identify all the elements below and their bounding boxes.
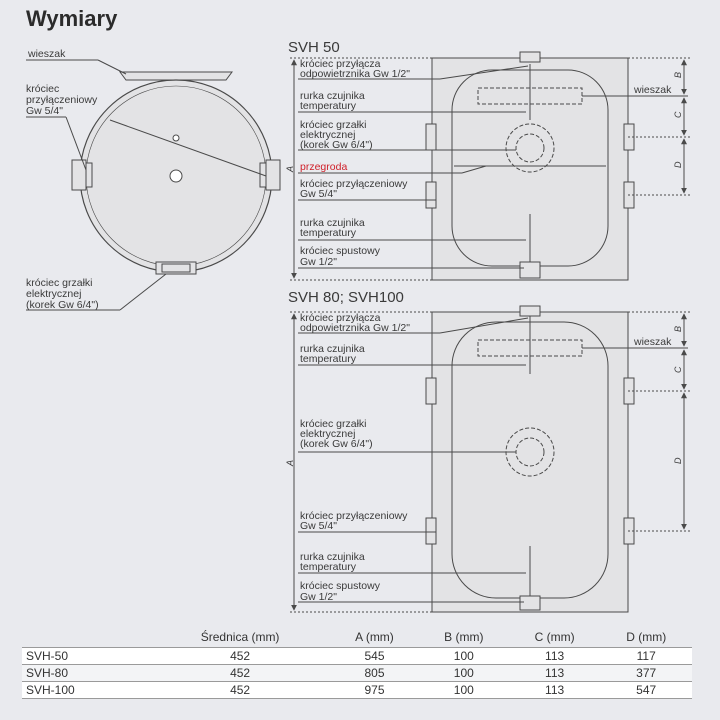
svh50-title: SVH 50 xyxy=(288,39,340,56)
top-connector-label-1: króciec xyxy=(26,83,59,95)
table-cell: 377 xyxy=(600,664,692,682)
svh50-drawing xyxy=(290,51,692,281)
svh80-hanger-label: wieszak xyxy=(633,336,672,348)
svh50-dim-a: A xyxy=(285,166,295,173)
table-row: SVH-100 452 975 100 113 547 xyxy=(22,681,692,699)
svh80-dim-b: B xyxy=(673,326,683,332)
vent-hole xyxy=(172,134,180,142)
table-cell: 113 xyxy=(508,664,601,682)
svh80-connector-label-2: Gw 5/4" xyxy=(300,520,337,532)
svh80-sensor-top-label-1: rurka czujnika xyxy=(300,343,365,355)
table-row: SVH-50 452 545 100 113 117 xyxy=(22,647,692,665)
svh80-dim-c: C xyxy=(673,366,683,373)
svh50-sensor-top-label-1: rurka czujnika xyxy=(300,90,365,102)
table-cell: 452 xyxy=(150,664,331,682)
svh80-heater-label-3: (korek Gw 6/4") xyxy=(300,438,373,450)
svh80-vent-label-1: króciec przyłącza xyxy=(300,312,381,324)
svh80-drain-label-2: Gw 1/2" xyxy=(300,591,337,603)
table-cell: 113 xyxy=(508,647,601,665)
table-cell: 100 xyxy=(418,664,509,682)
hanger-bracket xyxy=(119,71,233,81)
table-cell: SVH-50 xyxy=(22,647,150,665)
table-header-cell: A (mm) xyxy=(355,630,394,644)
table-cell: 545 xyxy=(330,647,419,665)
table-cell: 100 xyxy=(418,681,509,699)
svh50-sensor-bottom-label-1: rurka czujnika xyxy=(300,217,365,229)
table-cell: 452 xyxy=(150,647,331,665)
top-hanger-label: wieszak xyxy=(27,48,66,60)
top-view-labels: wieszak króciec przyłączeniowy Gw 5/4" k… xyxy=(26,48,99,311)
svh50-heater-label-2: elektrycznej xyxy=(300,129,355,141)
svh50-sensor-bottom-label-2: temperatury xyxy=(300,227,357,239)
table-cell: 100 xyxy=(418,647,509,665)
top-heater-label-2: elektrycznej xyxy=(26,288,81,300)
svh80-dim-d: D xyxy=(673,457,683,464)
table-cell: 113 xyxy=(508,681,601,699)
svh50-dim-d: D xyxy=(673,161,683,168)
table-row: SVH-80 452 805 100 113 377 xyxy=(22,664,692,682)
top-view xyxy=(26,59,281,311)
svh80-heater-label-1: króciec grzałki xyxy=(300,418,367,430)
dimensions-table: Średnica (mm) A (mm) B (mm) C (mm) D (mm… xyxy=(22,628,692,699)
table-header-cell: Średnica (mm) xyxy=(200,630,280,644)
svh80-sensor-top-label-2: temperatury xyxy=(300,353,357,365)
svh50-drain-label-2: Gw 1/2" xyxy=(300,256,337,268)
table-cell: 547 xyxy=(600,681,692,699)
top-connector-label-3: Gw 5/4" xyxy=(26,105,63,117)
top-connector-label-2: przyłączeniowy xyxy=(26,94,98,106)
svh80-labels: króciec przyłącza odpowietrznika Gw 1/2"… xyxy=(285,312,683,603)
svh80-title: SVH 80; SVH100 xyxy=(288,289,404,306)
table-cell: 805 xyxy=(330,664,419,682)
svh50-drain-label-1: króciec spustowy xyxy=(300,245,381,257)
right-connector xyxy=(265,159,281,191)
svh80-sensor-bottom-label-2: temperatury xyxy=(300,561,357,573)
table-header-cell: C (mm) xyxy=(534,630,575,644)
center-hole xyxy=(169,169,183,183)
svh80-connector-label-1: króciec przyłączeniowy xyxy=(300,510,408,522)
svh50-heater-label-1: króciec grzałki xyxy=(300,119,367,131)
svh50-dim-c: C xyxy=(673,111,683,118)
svh80-sensor-bottom-label-1: rurka czujnika xyxy=(300,551,365,563)
table-cell: SVH-100 xyxy=(22,681,150,699)
dimension-diagram: wieszak króciec przyłączeniowy Gw 5/4" k… xyxy=(26,39,692,613)
table-cell: SVH-80 xyxy=(22,664,150,682)
page-title: Wymiary xyxy=(26,6,118,31)
svh50-hanger-label: wieszak xyxy=(633,84,672,96)
table-header-cell: D (mm) xyxy=(626,630,667,644)
svh50-connector-label-1: króciec przyłączeniowy xyxy=(300,178,408,190)
svh50-heater-label-3: (korek Gw 6/4") xyxy=(300,139,373,151)
svh50-heater-circle xyxy=(505,123,555,173)
svh80-dim-a: A xyxy=(285,460,295,467)
svh80-vent-label-2: odpowietrznika Gw 1/2" xyxy=(300,322,410,334)
svh50-labels: króciec przyłącza odpowietrznika Gw 1/2"… xyxy=(285,58,683,268)
svh50-vent-label-1: króciec przyłącza xyxy=(300,58,381,70)
svh80-drawing xyxy=(290,305,692,613)
top-heater-label-1: króciec grzałki xyxy=(26,277,93,289)
svh50-baffle-label: przegroda xyxy=(300,161,347,173)
table-header-cell xyxy=(22,628,150,648)
table-cell: 975 xyxy=(330,681,419,699)
svh50-connector-label-2: Gw 5/4" xyxy=(300,188,337,200)
svh50-dim-b: B xyxy=(673,72,683,78)
table-cell: 452 xyxy=(150,681,331,699)
svh50-vent-label-2: odpowietrznika Gw 1/2" xyxy=(300,68,410,80)
table-header-row: Średnica (mm) A (mm) B (mm) C (mm) D (mm… xyxy=(22,628,692,648)
svh80-heater-label-2: elektrycznej xyxy=(300,428,355,440)
svh80-drain-label-1: króciec spustowy xyxy=(300,580,381,592)
table-header-cell: B (mm) xyxy=(444,630,484,644)
table-cell: 117 xyxy=(600,647,692,665)
top-heater-label-3: (korek Gw 6/4") xyxy=(26,299,99,311)
svh50-sensor-top-label-2: temperatury xyxy=(300,100,357,112)
